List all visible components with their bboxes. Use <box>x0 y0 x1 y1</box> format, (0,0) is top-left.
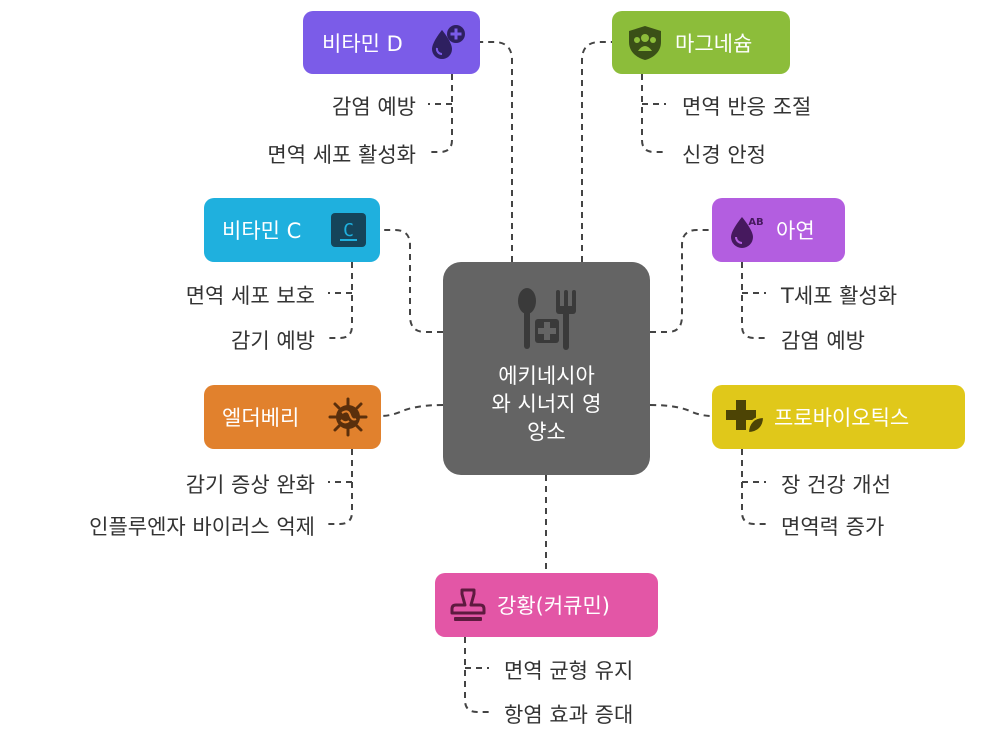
leaf-vitamin-c-2: 감기 예방 <box>231 329 315 353</box>
leaf-elderberry-2: 인플루엔자 바이러스 억제 <box>89 515 315 539</box>
node-elderberry: 엘더베리 <box>204 385 381 449</box>
node-label: 강황(커큐민) <box>497 594 610 618</box>
leaf-vitamin-d-2: 면역 세포 활성화 <box>267 143 416 167</box>
stamp-icon <box>449 585 487 625</box>
node-probiotics: 프로바이오틱스 <box>712 385 965 449</box>
leaf-vitamin-d-1: 감염 예방 <box>332 95 416 119</box>
connector-elderberry <box>380 404 444 417</box>
node-zinc: AB 아연 <box>712 198 845 262</box>
node-label: 엘더베리 <box>222 406 300 430</box>
connector-leaf <box>741 262 766 339</box>
connector-vitamin-d <box>480 41 513 262</box>
connector-leaf <box>328 262 353 339</box>
node-label: 비타민 D <box>322 31 403 56</box>
node-label: 비타민 C <box>222 219 302 243</box>
center-title-line-1: 에키네시아 <box>498 364 595 388</box>
connector-leaf <box>641 74 666 153</box>
leaf-zinc-1: T세포 활성화 <box>781 284 898 308</box>
connector-leaf <box>741 449 766 525</box>
leaf-vitamin-c-1: 면역 세포 보호 <box>185 284 315 308</box>
connector-leaf <box>464 637 489 713</box>
node-vitamin-c: 비타민 C C <box>204 198 380 262</box>
leaf-magnesium-2: 신경 안정 <box>682 143 766 167</box>
leaf-turmeric-2: 항염 효과 증대 <box>504 703 634 727</box>
utensils-plus-icon <box>518 288 576 350</box>
center-title-line-3: 양소 <box>527 420 566 444</box>
svg-text:AB: AB <box>748 217 763 228</box>
shield-users-icon <box>626 24 664 62</box>
virus-icon <box>328 397 368 437</box>
blood-type-drop-icon: AB <box>726 209 768 251</box>
connector-magnesium <box>581 41 612 262</box>
node-label: 프로바이오틱스 <box>774 406 910 430</box>
leaf-elderberry-1: 감기 증상 완화 <box>185 473 315 497</box>
medical-plus-leaf-icon <box>724 397 766 437</box>
leaf-probiotics-2: 면역력 증가 <box>781 515 885 539</box>
leaf-turmeric-1: 면역 균형 유지 <box>504 659 634 683</box>
connector-vitamin-c <box>380 229 443 333</box>
center-node: 에키네시아 와 시너지 영 양소 <box>443 262 650 475</box>
node-vitamin-d: 비타민 D <box>303 11 480 74</box>
node-label: 마그네슘 <box>675 31 753 56</box>
connector-leaf <box>328 449 353 525</box>
drop-plus-icon <box>428 24 468 62</box>
center-title-line-2: 와 시너지 영 <box>491 392 602 416</box>
letter-c-box-icon: C <box>330 212 367 248</box>
connector-probiotics <box>649 404 713 417</box>
svg-text:C: C <box>343 220 354 241</box>
connector-leaf <box>428 74 453 153</box>
connector-zinc <box>650 229 712 333</box>
node-turmeric: 강황(커큐민) <box>435 573 658 637</box>
node-label: 아연 <box>776 219 815 243</box>
leaf-zinc-2: 감염 예방 <box>781 329 865 353</box>
node-magnesium: 마그네슘 <box>612 11 790 74</box>
leaf-probiotics-1: 장 건강 개선 <box>781 473 891 497</box>
leaf-magnesium-1: 면역 반응 조절 <box>682 95 812 119</box>
